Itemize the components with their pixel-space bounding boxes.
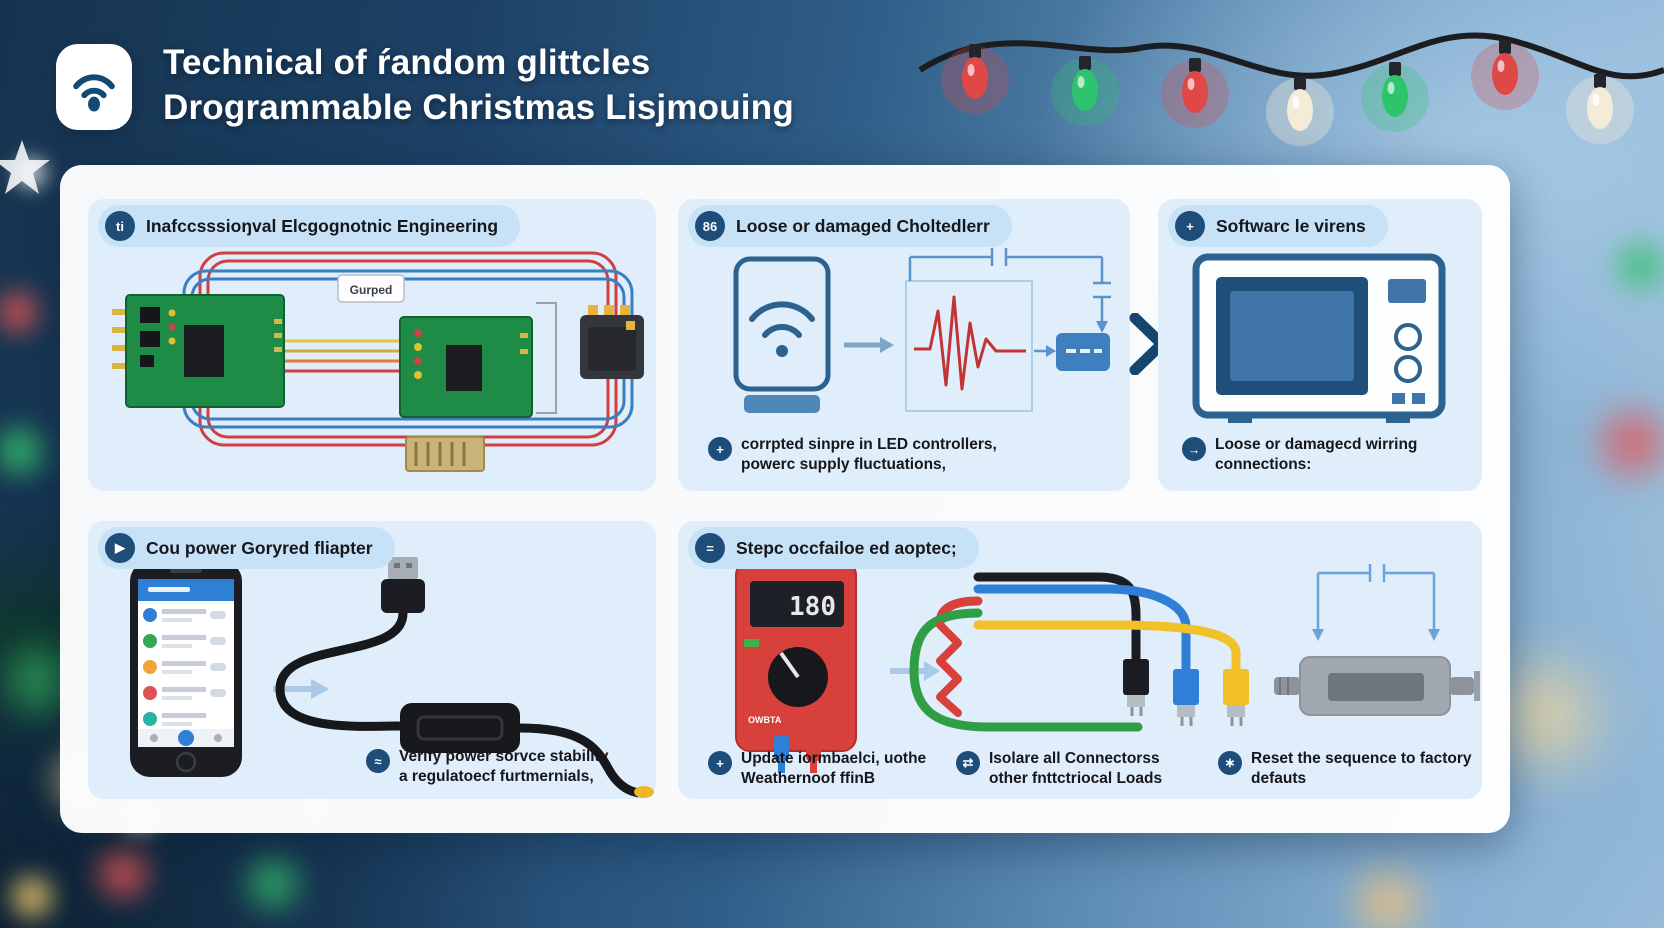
card-header-pill: = Stepc occfailoe ed aoptec; xyxy=(688,527,979,569)
bokeh-light xyxy=(1340,855,1436,928)
equals-badge-icon: = xyxy=(695,533,725,563)
infographic-panel: Gurped xyxy=(60,165,1510,833)
bokeh-light xyxy=(0,280,50,344)
app-logo xyxy=(56,44,132,130)
page-title: Technical of ŕandom glittcles Drogrammab… xyxy=(163,40,794,130)
crimp-zigzag xyxy=(936,621,962,717)
card-circuit-engineering: Gurped xyxy=(88,199,656,491)
caption-text: corrpted sinpre in LED controllers, powe… xyxy=(741,436,997,474)
number-badge-icon: ti xyxy=(105,211,135,241)
inline-device-illustration xyxy=(1274,656,1480,716)
card-header-pill: 86 Loose or damaged Choltedlerr xyxy=(688,205,1012,247)
circuit-trace xyxy=(908,248,1111,321)
bulb-green xyxy=(1361,62,1429,132)
signal-waveform xyxy=(914,295,1026,391)
caption-text: Loose or damagecd wirring connections: xyxy=(1215,436,1418,474)
smartphone-illustration xyxy=(130,561,242,777)
caption-text: Update iormbaelci, uothe Weathernoof ffi… xyxy=(741,750,927,788)
caption: ≈ Verify power sorvce stability a regula… xyxy=(366,747,608,787)
phone-list-rows xyxy=(143,608,226,726)
waves-icon: ≈ xyxy=(366,749,390,773)
bulb-white xyxy=(1266,76,1334,146)
caption: ∗ Reset the sequence to factory defauts xyxy=(1218,749,1472,789)
swap-arrows-icon: ⇄ xyxy=(956,751,980,775)
arrow-down-icon xyxy=(1096,321,1108,333)
multimeter-label: OWBTA xyxy=(748,715,782,725)
card-header-label: Cou power Goryred fliapter xyxy=(146,537,373,558)
arrow-right-icon xyxy=(844,337,894,353)
led-chip-icon xyxy=(1034,333,1110,371)
card-software-virens: + Softwarc le virens → Loose or damagecd… xyxy=(1158,199,1482,491)
bulb-red xyxy=(1471,40,1539,110)
waveform-frame xyxy=(905,280,1033,412)
reset-loop-trace xyxy=(1316,564,1436,629)
arrow-down-icon xyxy=(1312,629,1324,641)
caption-text: Isolare all Connectorss other fnttctrioc… xyxy=(989,750,1163,788)
cable-tip xyxy=(634,786,654,798)
arrow-right-icon: → xyxy=(1182,437,1206,461)
wifi-router-icon xyxy=(733,256,831,413)
number-badge-icon: 86 xyxy=(695,211,725,241)
plus-icon: + xyxy=(708,437,732,461)
tan-connector-component xyxy=(405,436,485,472)
title-line-2: Drogrammable Christmas Lisjmouing xyxy=(163,88,794,127)
pcb-board-1 xyxy=(112,294,285,408)
bulb-white xyxy=(1566,74,1634,144)
caption: + corrpted sinpre in LED controllers, po… xyxy=(708,435,997,475)
card-power-adapter: ▶ Cou power Goryred fliapter ≈ Verify po… xyxy=(88,521,656,799)
bokeh-light xyxy=(0,865,64,928)
star-ornament-icon xyxy=(0,140,50,194)
bulb-red xyxy=(941,44,1009,114)
card-header-pill: + Softwarc le virens xyxy=(1168,205,1388,247)
play-badge-icon: ▶ xyxy=(105,533,135,563)
light-string-illustration xyxy=(918,32,1664,146)
bulb-red xyxy=(1161,58,1229,128)
card-led-controllers: 86 Loose or damaged Choltedlerr + corrpt… xyxy=(678,199,1130,491)
multimeter-led xyxy=(744,639,759,647)
caption: ⇄ Isolare all Connectorss other fnttctri… xyxy=(956,749,1162,789)
wifi-icon xyxy=(73,74,115,112)
usb-plug-icon xyxy=(388,557,418,579)
arrow-down-icon xyxy=(1428,629,1440,641)
component-label-chip: Gurped xyxy=(337,274,405,303)
bokeh-light xyxy=(0,415,56,487)
multimeter-display: 180 xyxy=(789,592,836,622)
bokeh-light xyxy=(1585,395,1664,491)
bokeh-light xyxy=(1605,230,1664,302)
plus-badge-icon: + xyxy=(1175,211,1205,241)
caption-text: Reset the sequence to factory defauts xyxy=(1251,750,1472,788)
caption-text: Verify power sorvce stability a regulato… xyxy=(399,748,609,786)
card-header-label: Softwarc le virens xyxy=(1216,215,1366,236)
bulb-green xyxy=(1051,56,1119,126)
usb-connectors-illustration xyxy=(1123,659,1249,726)
bokeh-light xyxy=(235,845,311,921)
bokeh-light xyxy=(8,150,54,196)
arrow-right-icon xyxy=(890,661,940,681)
card-header-label: Inafccsssioŋval Elcgognotnic Engineering xyxy=(146,215,499,236)
wire-bundle-illustration xyxy=(909,572,1241,732)
caption: + Update iormbaelci, uothe Weathernoof f… xyxy=(708,749,926,789)
relay-component xyxy=(580,305,644,379)
microwave-icon xyxy=(1192,253,1446,423)
card-header-pill: ▶ Cou power Goryred fliapter xyxy=(98,527,395,569)
chip-label-text: Gurped xyxy=(350,283,393,297)
card-header-label: Loose or damaged Choltedlerr xyxy=(736,215,990,236)
plus-icon: + xyxy=(708,751,732,775)
light-string-wire xyxy=(918,32,1664,80)
arrow-right-icon xyxy=(273,679,329,699)
caption: → Loose or damagecd wirring connections: xyxy=(1182,435,1417,475)
multimeter-illustration: 180 OWBTA xyxy=(735,560,857,773)
asterisk-icon: ∗ xyxy=(1218,751,1242,775)
card-troubleshooting-steps: 180 OWBTA xyxy=(678,521,1482,799)
card-header-pill: ti Inafccsssioŋval Elcgognotnic Engineer… xyxy=(98,205,521,247)
title-line-1: Technical of ŕandom glittcles xyxy=(163,43,651,82)
bokeh-light xyxy=(85,835,161,911)
adapter-body xyxy=(400,703,520,753)
card-header-label: Stepc occfailoe ed aoptec; xyxy=(736,537,957,558)
pcb-board-2 xyxy=(399,316,533,418)
